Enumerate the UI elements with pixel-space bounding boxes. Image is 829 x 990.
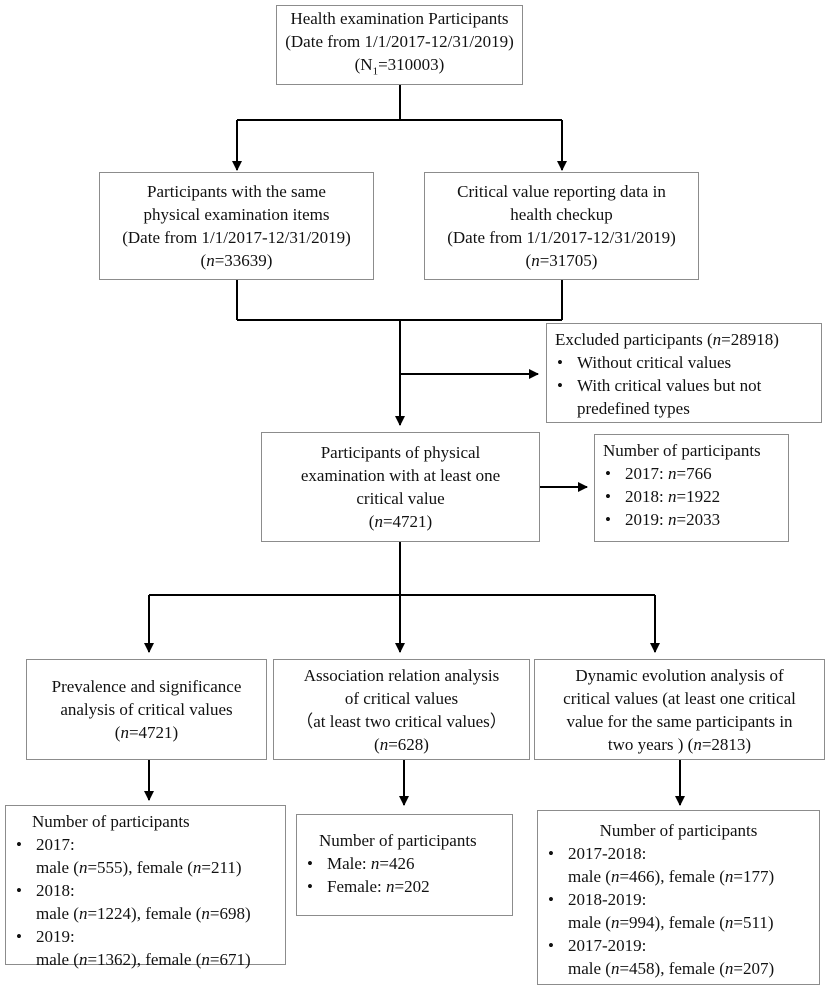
prevalence-year-item: 2018: male (n=1224), female (n=698) [14, 879, 277, 925]
prevalence-line1: Prevalence and significance [51, 677, 242, 696]
excluded-item: Without critical values [555, 351, 813, 374]
critical-data-line1: Critical value reporting data in [457, 182, 666, 201]
year-item: 2017: n=766 [603, 462, 780, 485]
dynamic-count: two years ) (n=2813) [607, 734, 752, 754]
at-least-one-line2: examination with at least one [300, 466, 501, 485]
same-items-count: (n=33639) [200, 251, 273, 270]
total-participants-box: Health examination Participants (Date fr… [276, 5, 523, 85]
same-items-box: Participants with the same physical exam… [99, 172, 374, 280]
critical-data-count: (n=31705) [525, 251, 598, 270]
excluded-box: Excluded participants (n=28918) Without … [546, 323, 822, 423]
prevalence-numbers-list: 2017: male (n=555), female (n=211) 2018:… [14, 833, 277, 971]
critical-data-box: Critical value reporting data in health … [424, 172, 699, 280]
prevalence-count: (n=4721) [114, 723, 179, 742]
at-least-one-line3: critical value [356, 489, 445, 508]
at-least-one-count: (n=4721) [368, 512, 433, 531]
dynamic-numbers-box: Number of participants 2017-2018: male (… [537, 810, 820, 985]
association-box: Association relation analysis of critica… [273, 659, 530, 760]
critical-data-line2: health checkup [510, 205, 613, 224]
dynamic-period-item: 2017-2019: male (n=458), female (n=207) [546, 934, 811, 980]
dynamic-numbers-list: 2017-2018: male (n=466), female (n=177) … [546, 842, 811, 980]
dynamic-numbers-head: Number of participants [599, 821, 758, 840]
number-by-year-list: 2017: n=766 2018: n=1922 2019: n=2033 [603, 462, 780, 531]
same-items-line1: Participants with the same [147, 182, 326, 201]
association-numbers-list: Male: n=426 Female: n=202 [305, 852, 504, 898]
association-numbers-head: Number of participants [319, 831, 477, 850]
number-by-year-box: Number of participants 2017: n=766 2018:… [594, 434, 789, 542]
at-least-one-box: Participants of physical examination wit… [261, 432, 540, 542]
excluded-list: Without critical values With critical va… [555, 351, 813, 420]
critical-data-date: (Date from 1/1/2017-12/31/2019) [447, 228, 676, 247]
same-items-date: (Date from 1/1/2017-12/31/2019) [122, 228, 351, 247]
total-count: (N1=310003) [354, 54, 445, 78]
same-items-line2: physical examination items [143, 205, 330, 224]
dynamic-line2: critical values (at least one critical [563, 688, 796, 708]
prevalence-line2: analysis of critical values [60, 700, 233, 719]
dynamic-period-item: 2017-2018: male (n=466), female (n=177) [546, 842, 811, 888]
association-line1: Association relation analysis [303, 665, 500, 685]
prevalence-box: Prevalence and significance analysis of … [26, 659, 267, 760]
total-date: (Date from 1/1/2017-12/31/2019) [285, 31, 514, 51]
prevalence-year-item: 2019: male (n=1362), female (n=671) [14, 925, 277, 971]
dynamic-line1: Dynamic evolution analysis of [575, 665, 784, 685]
association-sex-item: Male: n=426 [305, 852, 504, 875]
association-numbers-box: Number of participants Male: n=426 Femal… [296, 814, 513, 916]
association-sex-item: Female: n=202 [305, 875, 504, 898]
year-item: 2018: n=1922 [603, 485, 780, 508]
association-line2: of critical values [344, 688, 459, 708]
association-count: (n=628) [374, 734, 429, 754]
total-title: Health examination Participants [290, 8, 509, 28]
dynamic-period-item: 2018-2019: male (n=994), female (n=511) [546, 888, 811, 934]
number-by-year-head: Number of participants [603, 441, 761, 460]
dynamic-box: Dynamic evolution analysis of critical v… [534, 659, 825, 760]
association-line3: （at least two critical values） [296, 711, 507, 731]
prevalence-numbers-head: Number of participants [32, 812, 190, 831]
prevalence-numbers-box: Number of participants 2017: male (n=555… [5, 805, 286, 969]
excluded-head: Excluded participants (n=28918) [555, 330, 779, 349]
year-item: 2019: n=2033 [603, 508, 780, 531]
at-least-one-line1: Participants of physical [320, 443, 481, 462]
prevalence-year-item: 2017: male (n=555), female (n=211) [14, 833, 277, 879]
dynamic-line3: value for the same participants in [566, 711, 793, 731]
